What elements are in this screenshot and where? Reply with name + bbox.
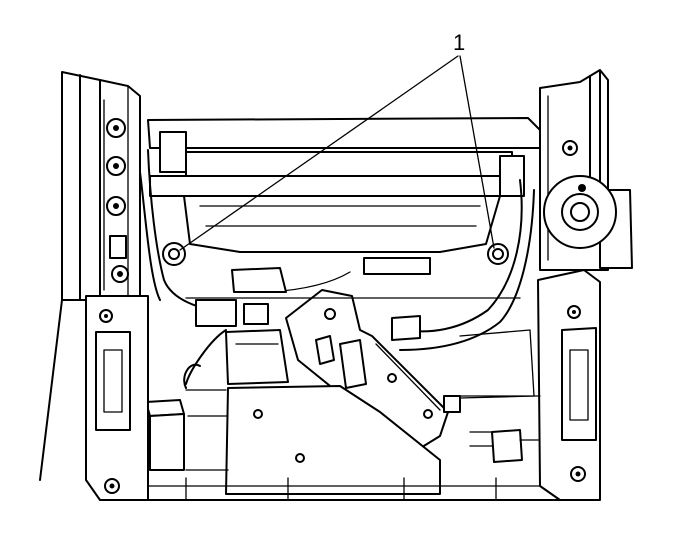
lower-housing: [145, 385, 461, 495]
left-panel-bolts: [106, 118, 129, 283]
recliner-pivot: [543, 175, 617, 249]
upper-cross-member: [147, 117, 541, 253]
center-actuator: [195, 257, 431, 385]
callout-1: 1: [179, 30, 495, 251]
callout-label: 1: [453, 30, 465, 55]
center-rear-rail: [185, 297, 541, 399]
lower-frame: [85, 269, 601, 501]
wiring-harness: [139, 149, 535, 389]
leader-line-right: [459, 55, 495, 249]
callout-fasteners: [162, 242, 509, 266]
leader-line-left: [179, 55, 459, 251]
